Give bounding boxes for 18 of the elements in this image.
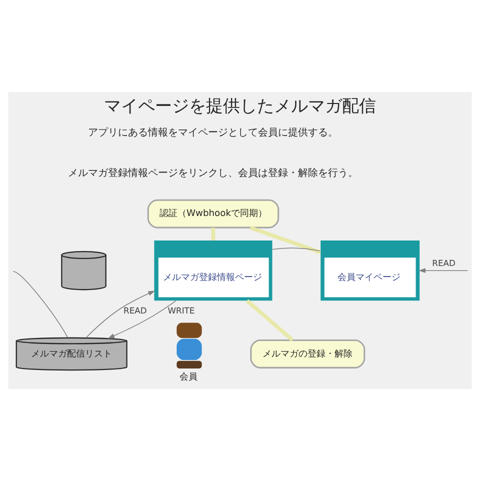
connector [272,247,321,251]
node-box: 会員マイページ [320,240,420,300]
arrow [85,290,156,338]
edge-label: WRITE [168,304,195,315]
connector [246,298,294,342]
node-box: メルマガ登録情報ページ [154,240,272,300]
arrow [418,268,468,272]
connector [12,270,68,338]
node-label: 会員 [180,372,198,382]
label: アプリにある情報をマイページとして会員に提供する。 [88,127,338,138]
diagram-title: マイページを提供したメルマガ配信 [104,94,376,115]
edge-label: READ [432,257,456,268]
connector [211,227,216,240]
node-box: メルマガの登録・解除 [250,339,366,368]
node-box: 認証（Wwbhookで同期） [147,198,280,228]
edge-label: READ [124,304,147,315]
arrow [108,300,176,338]
label: メルマガ登録情報ページをリンクし、会員は登録・解除を行う。 [68,168,358,179]
